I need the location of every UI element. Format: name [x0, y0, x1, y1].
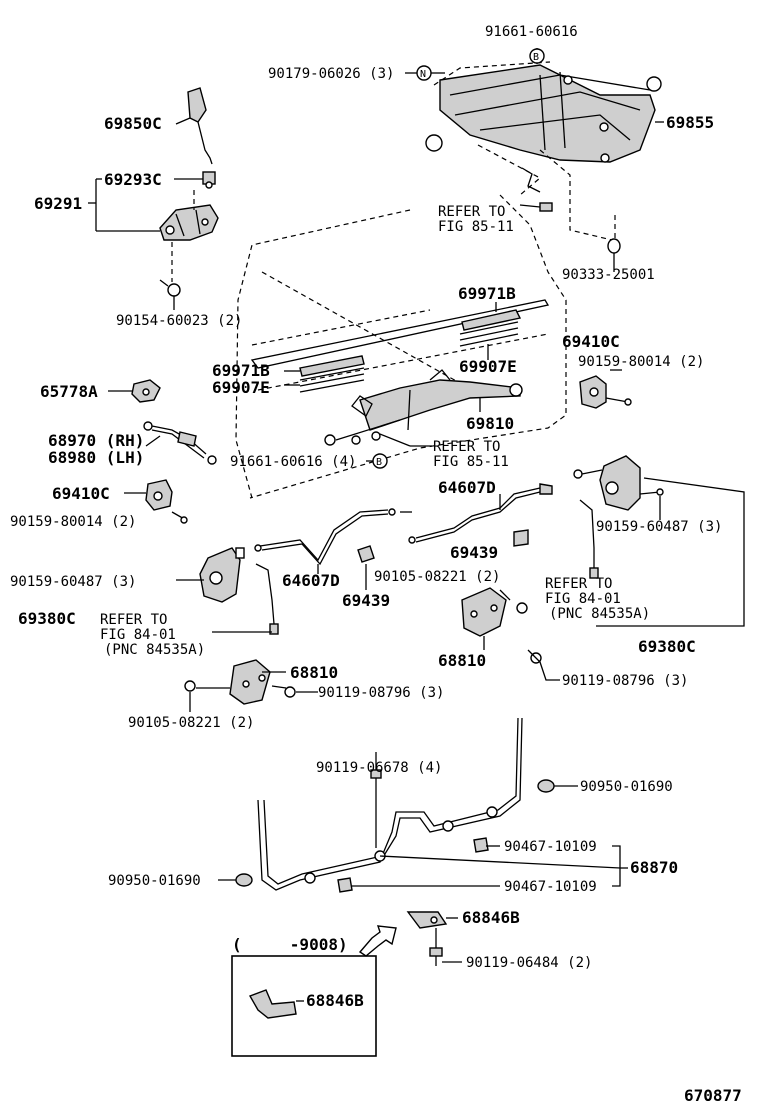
label-refer-84-01-l1: REFER TO [100, 612, 167, 628]
rod-68970-68980 [143, 421, 217, 465]
label-69971B-a: 69971B [458, 284, 516, 303]
arrow-icon [358, 925, 397, 957]
label-90154: 90154-60023 (2) [116, 313, 242, 329]
clip-69439-left [357, 545, 375, 590]
label-90119-06484: 90119-06484 (2) [466, 955, 592, 971]
clip-69439-right [513, 529, 529, 547]
clip-68846B [406, 911, 458, 948]
lever-69293C [174, 171, 216, 189]
door-lock-69380C-right [573, 455, 745, 627]
label-refer-84-01-l3: (PNC 84535A) [104, 642, 205, 658]
strip-69971B-left [284, 355, 365, 393]
striker-69410C-left [124, 479, 188, 524]
label-90950-b: 90950-01690 [108, 873, 201, 889]
label-90105-b: 90105-08221 (2) [128, 715, 254, 731]
figure-number: 670877 [684, 1086, 742, 1105]
door-lock-69380C-left [176, 547, 279, 635]
label-69410C-b: 69410C [52, 484, 110, 503]
label-refer-84-01-l2: FIG 84-01 [100, 627, 176, 643]
cable-64607D-right [408, 483, 553, 544]
inset-box [231, 955, 377, 1057]
label-90467-a: 90467-10109 [504, 839, 597, 855]
label-68870: 68870 [630, 858, 678, 877]
label-refer-84-01-r2: FIG 84-01 [545, 591, 621, 607]
label-refer-84-01-r3: (PNC 84535A) [549, 606, 650, 622]
label-69380C-a: 69380C [18, 609, 76, 628]
label-64607D-a: 64607D [438, 478, 496, 497]
label-69850C: 69850C [104, 114, 162, 133]
label-69810: 69810 [466, 414, 514, 433]
hinge-68810-left [184, 659, 318, 712]
label-69410C-a: 69410C [562, 332, 620, 351]
bolt-90119-06484 [429, 947, 462, 966]
screw-90154 [159, 279, 181, 310]
seat-mechanism-69855 [425, 48, 664, 241]
label-90119-08796-b: 90119-08796 (3) [562, 673, 688, 689]
label-64607D-b: 64607D [282, 571, 340, 590]
label-90159-60487-b: 90159-60487 (3) [10, 574, 136, 590]
bolt-refer-85-11 [519, 202, 553, 212]
label-refer-85-11-b: REFER TO [433, 439, 500, 455]
marker-n-label: N [420, 69, 426, 80]
label-69907E-a: 69907E [459, 357, 517, 376]
cable-64607D-left [254, 508, 412, 574]
grommet-90950-right [537, 779, 578, 793]
label-90950-a: 90950-01690 [580, 779, 673, 795]
label-refer-85-11-a: REFER TO [438, 204, 505, 220]
label-90159-60487-a: 90159-60487 (3) [596, 519, 722, 535]
label-90119-06678: 90119-06678 (4) [316, 760, 442, 776]
label-69907E-b: 69907E [212, 378, 270, 397]
label-68970: 68970 (RH) [48, 431, 144, 450]
label-90179: 90179-06026 (3) [268, 66, 394, 82]
label-68810-a: 68810 [290, 663, 338, 682]
door-panel-outline [235, 194, 567, 499]
rod-68870 [257, 717, 628, 893]
bracket-69291 [88, 178, 160, 232]
label-91661-top: 91661-60616 [485, 24, 578, 40]
label-90159-80014-a: 90159-80014 (2) [578, 354, 704, 370]
label-refer-85-11-a2: FIG 85-11 [438, 219, 514, 235]
marker-b-top-label: B [533, 52, 539, 63]
label-65778A: 65778A [40, 382, 98, 401]
label-69380C-b: 69380C [638, 637, 696, 656]
label-69439-b: 69439 [342, 591, 390, 610]
label-68846B-b: 68846B [306, 991, 364, 1010]
labels: 91661-60616 90179-06026 (3) 69850C 69855… [10, 24, 742, 1105]
label-68980: 68980 (LH) [48, 448, 144, 467]
label-90159-80014-b: 90159-80014 (2) [10, 514, 136, 530]
label-90105-a: 90105-08221 (2) [374, 569, 500, 585]
label-9008: ( -9008) [232, 935, 348, 954]
label-refer-85-11-b2: FIG 85-11 [433, 454, 509, 470]
clip-65778A [108, 379, 161, 403]
marker-b-top [529, 48, 545, 64]
label-69971B-b: 69971B [212, 361, 270, 380]
lock-mechanism-69810 [324, 369, 523, 447]
label-69291: 69291 [34, 194, 82, 213]
latch-69291 [159, 190, 219, 282]
label-69855: 69855 [666, 113, 714, 132]
grommet-90333 [607, 215, 621, 272]
marker-b-mid-label: B [376, 457, 382, 468]
label-69293C: 69293C [104, 170, 162, 189]
label-91661-mid: 91661-60616 (4) [230, 454, 356, 470]
label-90333: 90333-25001 [562, 267, 655, 283]
label-68846B-a: 68846B [462, 908, 520, 927]
handle-69850C [175, 87, 213, 165]
strip-69971B-right [459, 302, 522, 347]
grommet-90950-left [218, 873, 253, 887]
label-68810-b: 68810 [438, 651, 486, 670]
striker-69410C-right [579, 369, 632, 409]
label-refer-84-01-r1: REFER TO [545, 576, 612, 592]
hinge-68810-right [461, 587, 560, 681]
label-90467-b: 90467-10109 [504, 879, 597, 895]
label-69439-a: 69439 [450, 543, 498, 562]
label-90119-08796-a: 90119-08796 (3) [318, 685, 444, 701]
